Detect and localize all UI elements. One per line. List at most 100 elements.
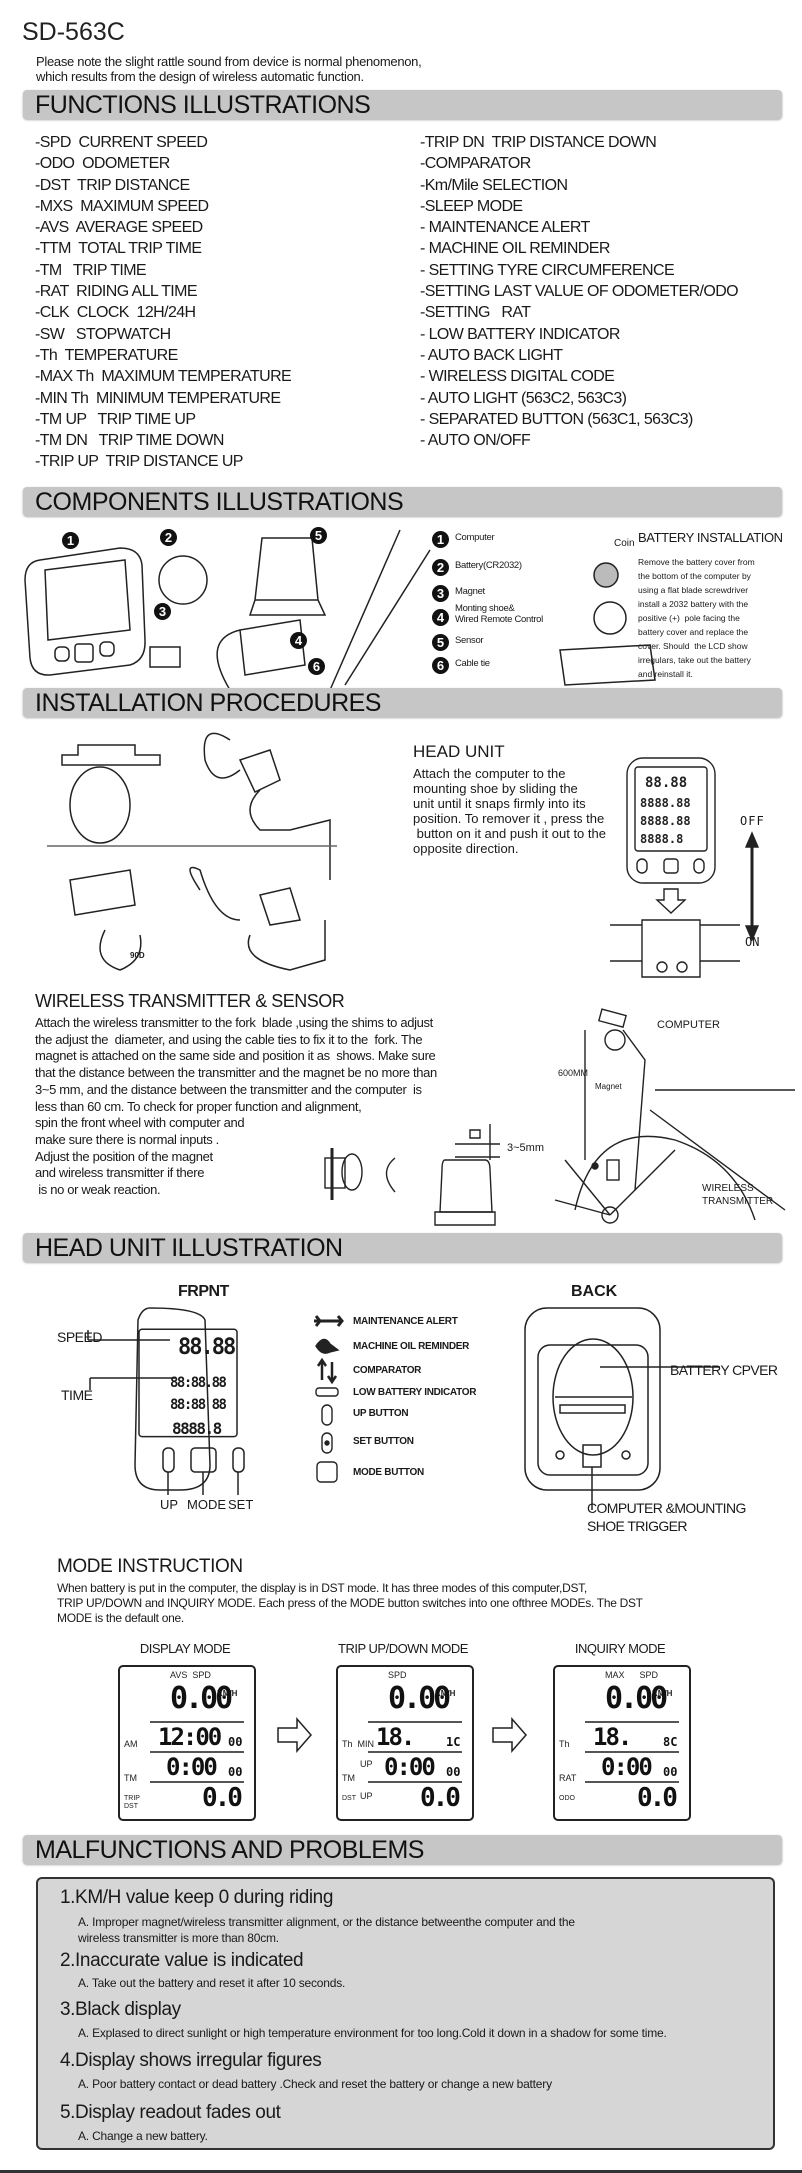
lcd-row2: 12:00 xyxy=(158,1723,222,1751)
component-label: Sensor xyxy=(455,635,484,646)
lcd-row2-tag: Th xyxy=(559,1739,570,1749)
function-item: -MIN Th MINIMUM TEMPERATURE xyxy=(35,389,281,407)
lcd-row4-tag2: UP xyxy=(360,1791,373,1801)
function-item: - MAINTENANCE ALERT xyxy=(420,219,590,237)
speed-label: SPEED xyxy=(57,1329,102,1345)
lcd-row3-small: 00 xyxy=(228,1765,243,1779)
function-item: -TTM TOTAL TRIP TIME xyxy=(35,240,202,258)
section-header-head-unit: HEAD UNIT ILLUSTRATION xyxy=(23,1233,782,1262)
wireless-text: Attach the wireless transmitter to the f… xyxy=(35,1015,437,1199)
mode-label: INQUIRY MODE xyxy=(574,1641,666,1656)
wireless-text-line: less than 60 cm. To check for proper fun… xyxy=(35,1098,362,1114)
head-unit-text-line: unit until it snaps firmly into its xyxy=(413,796,586,811)
malfunction-answer: A. Explased to direct sunlight or high t… xyxy=(78,2026,667,2040)
number-badge: 1 xyxy=(62,532,79,549)
wireless-text-line: and wireless transmitter if there xyxy=(35,1165,205,1181)
function-item: -COMPARATOR xyxy=(420,155,531,173)
lcd-digit-row4: 8888.8 xyxy=(172,1419,222,1438)
lcd-row4-tag: TRIP DST xyxy=(124,1795,140,1810)
function-item: -Th TEMPERATURE xyxy=(35,346,178,364)
legend-label: UP BUTTON xyxy=(353,1408,409,1419)
up-button-label: UP xyxy=(160,1497,179,1512)
lcd-digit-speed: 88.88 xyxy=(178,1335,236,1360)
number-badge: 6 xyxy=(432,657,449,674)
svg-text:8888.88: 8888.88 xyxy=(640,814,691,828)
number-badge: 5 xyxy=(310,527,327,544)
head-unit-front-drawing xyxy=(87,1307,245,1495)
battery-text-line: Remove the battery cover from xyxy=(638,557,755,567)
lcd-speed: 0.00 xyxy=(605,1681,668,1716)
lcd-row3-tag: RAT xyxy=(559,1773,577,1783)
head-unit-text-line: mounting shoe by sliding the xyxy=(413,781,578,796)
function-item: -AVS AVERAGE SPEED xyxy=(35,219,203,237)
lcd-separator xyxy=(585,1751,679,1753)
head-unit-text-line: Attach the computer to the xyxy=(413,766,566,781)
component-label: Cable tie xyxy=(455,658,490,669)
sensor-drawing xyxy=(248,537,327,616)
svg-text:8888.88: 8888.88 xyxy=(640,796,691,810)
lcd-separator xyxy=(585,1781,679,1783)
coin-label: Coin xyxy=(614,538,635,549)
function-item: -TM DN TRIP TIME DOWN xyxy=(35,432,224,450)
function-item: - WIRELESS DIGITAL CODE xyxy=(420,368,615,386)
lcd-separator xyxy=(150,1721,244,1723)
function-item: -MXS MAXIMUM SPEED xyxy=(35,197,209,215)
svg-text:8888.8: 8888.8 xyxy=(640,832,683,846)
lcd-separator xyxy=(150,1751,244,1753)
component-label: Computer xyxy=(455,532,495,543)
trigger-label-1: COMPUTER &MOUNTING xyxy=(587,1500,746,1516)
battery-cover-label: BATTERY CPVER xyxy=(670,1362,778,1378)
number-badge: 2 xyxy=(432,559,449,576)
cable-tie-drawing xyxy=(329,529,431,691)
malfunction-answer: wireless transmitter is more than 80cm. xyxy=(78,1931,279,1945)
lcd-digit-row2: 88:88.88 xyxy=(170,1375,227,1391)
battery-icon xyxy=(315,1387,339,1397)
transmitter-label-1: WIRELESS xyxy=(702,1183,754,1194)
up-button-icon xyxy=(321,1404,333,1426)
number-badge: 4 xyxy=(290,632,307,649)
legend-icons xyxy=(314,1315,344,1483)
lcd-separator xyxy=(368,1751,462,1753)
function-item: -TM TRIP TIME xyxy=(35,261,147,279)
lcd-row3-tag: TM xyxy=(124,1773,137,1783)
wireless-text-line: the adjust the diameter, and using the c… xyxy=(35,1031,423,1047)
malfunction-title: 1.KM/H value keep 0 during riding xyxy=(60,1887,334,1908)
section-title: FUNCTIONS ILLUSTRATIONS xyxy=(35,91,371,119)
lcd-row2-small: 1C xyxy=(446,1735,461,1749)
lcd-separator xyxy=(368,1721,462,1723)
lcd-unit: KM/H xyxy=(435,1689,456,1698)
magnet-drawing xyxy=(149,646,181,668)
battery-drawing xyxy=(158,555,208,605)
bottom-rule xyxy=(0,2170,802,2173)
functions-list-left: -SPD CURRENT SPEED-ODO ODOMETER-DST TRIP… xyxy=(35,132,292,473)
function-item: - AUTO BACK LIGHT xyxy=(420,346,563,364)
component-label: Wired Remote Control xyxy=(455,614,543,625)
function-item: -SW STOPWATCH xyxy=(35,325,171,343)
installation-illustration xyxy=(47,732,337,971)
gap-label: 3~5mm xyxy=(507,1142,544,1154)
malfunction-answer: A. Poor battery contact or dead battery … xyxy=(78,2077,552,2091)
head-unit-text-line: button on it and push it out to the xyxy=(413,826,606,841)
head-unit-title: HEAD UNIT xyxy=(413,742,505,761)
function-item: - LOW BATTERY INDICATOR xyxy=(420,325,620,343)
battery-text-line: positive (+) pole facing the xyxy=(638,613,740,623)
malfunction-title: 4.Display shows irregular figures xyxy=(60,2050,322,2071)
legend-label: COMPARATOR xyxy=(353,1365,422,1376)
mode-text-line: MODE is the default one. xyxy=(57,1611,184,1625)
mode-button-icon xyxy=(316,1461,338,1483)
lcd-row2: 18. xyxy=(376,1723,415,1751)
distance-label: 600MM xyxy=(558,1068,589,1078)
section-header-components: COMPONENTS ILLUSTRATIONS xyxy=(23,487,782,516)
function-item: -DST TRIP DISTANCE xyxy=(35,176,190,194)
function-item: - AUTO LIGHT (563C2, 563C3) xyxy=(420,389,627,407)
lcd-row2-tag: Th MIN xyxy=(342,1739,375,1749)
sensor-gap-drawing xyxy=(324,1124,500,1226)
function-item: -SLEEP MODE xyxy=(420,197,523,215)
wireless-text-line: magnet is attached on the same side and … xyxy=(35,1048,436,1064)
section-header-malfunctions: MALFUNCTIONS AND PROBLEMS xyxy=(23,1835,782,1864)
malfunction-title: 5.Display readout fades out xyxy=(60,2102,281,2123)
